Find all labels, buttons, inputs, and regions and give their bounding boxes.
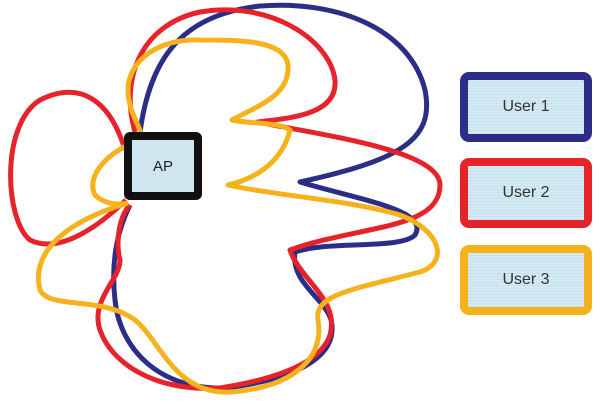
user-2-coverage-loop	[8, 7, 443, 391]
legend-user-2-label: User 2	[502, 184, 550, 201]
user-1-coverage-loop	[111, 2, 429, 391]
legend-user-1-label: User 1	[502, 98, 550, 115]
legend-user-3-label: User 3	[502, 271, 550, 288]
legend-user-1: User 1	[460, 72, 592, 142]
access-point-box: AP	[124, 132, 202, 200]
legend-user-2: User 2	[460, 158, 592, 228]
access-point-label: AP	[152, 157, 173, 175]
legend-user-3: User 3	[460, 245, 592, 315]
user-3-coverage-loop	[36, 37, 440, 395]
